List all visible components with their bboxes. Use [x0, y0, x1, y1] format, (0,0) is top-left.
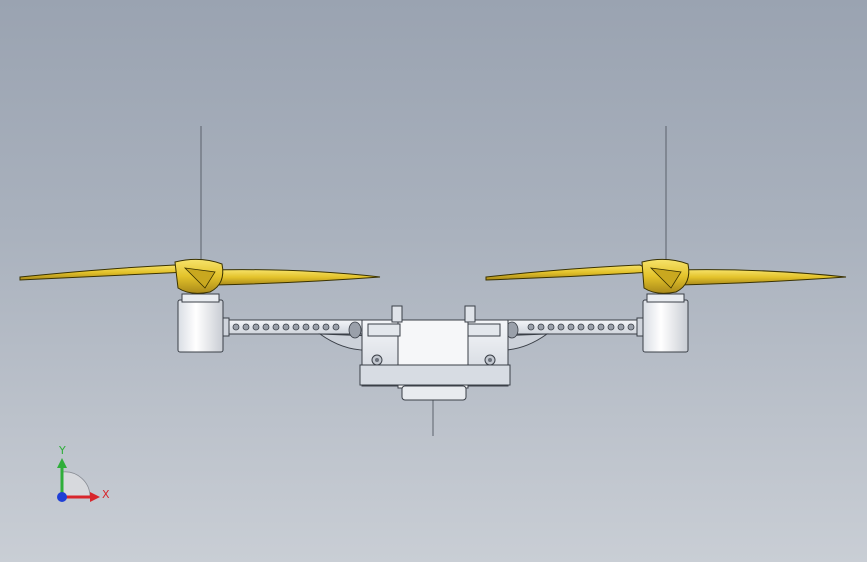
- triad-arc: [61, 471, 91, 498]
- coordinate-triad[interactable]: Y X: [57, 444, 110, 502]
- y-axis-label: Y: [58, 444, 66, 457]
- left-propeller[interactable]: [19, 258, 381, 294]
- y-arrow-head: [57, 458, 67, 468]
- right-propeller[interactable]: [485, 258, 847, 294]
- left-motor[interactable]: [177, 293, 230, 353]
- x-arrow-head: [90, 492, 100, 502]
- right-motor[interactable]: [636, 293, 689, 353]
- central-body[interactable]: [359, 305, 511, 401]
- z-axis-dot: [57, 492, 67, 502]
- x-axis-label: X: [102, 488, 110, 501]
